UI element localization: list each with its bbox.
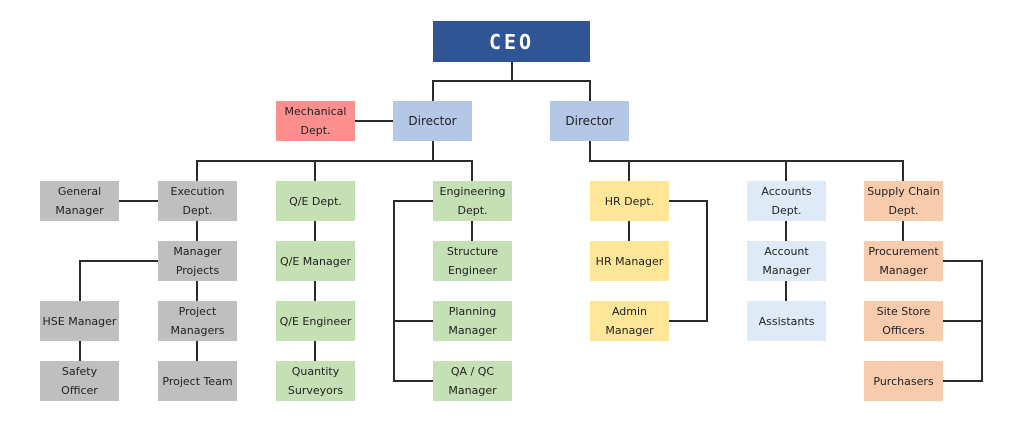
connector-accounts-up [785, 160, 787, 181]
admin-manager-box: Admin Manager [590, 301, 669, 341]
ceo-box: CEO [433, 21, 590, 62]
qe-engineer-box: Q/E Engineer [276, 301, 355, 341]
qe-dept-box: Q/E Dept. [276, 181, 355, 221]
connector-supply-down [902, 221, 904, 241]
engineering-dept-label: Engineering Dept. [439, 185, 506, 217]
connector-mp-left-h [79, 260, 158, 262]
account-manager-label: Account Manager [762, 245, 811, 277]
connector-acc-1 [785, 221, 787, 241]
hr-manager-label: HR Manager [595, 254, 664, 268]
ceo-label: CEO [488, 29, 535, 54]
connector-qe-up [314, 160, 316, 181]
connector-execution-down [196, 221, 198, 241]
connector-supply-bracket-bottom [943, 380, 983, 382]
director-right-box: Director [550, 101, 629, 141]
hr-manager-box: HR Manager [590, 241, 669, 281]
connector-supply-up [902, 160, 904, 181]
safety-officer-box: Safety Officer [40, 361, 119, 401]
connector-director-left-down [432, 141, 434, 162]
quantity-surveyors-box: Quantity Surveyors [276, 361, 355, 401]
connector-director-right-up [589, 80, 591, 101]
connector-hr-bracket-v [706, 200, 708, 322]
connector-hr-bracket-bottom [669, 320, 708, 322]
connector-ceo-down [511, 62, 513, 81]
site-store-officers-box: Site Store Officers [864, 301, 943, 341]
connector-supply-bracket-mid [943, 320, 983, 322]
connector-hr-down [628, 221, 630, 241]
manager-projects-label: Manager Projects [173, 245, 222, 277]
connector-hr-bracket-top [669, 200, 708, 202]
accounts-dept-box: Accounts Dept. [747, 181, 826, 221]
director-left-label: Director [408, 113, 457, 128]
project-managers-box: Project Managers [158, 301, 237, 341]
connector-mechanical [355, 120, 393, 122]
connector-right-horizontal [589, 160, 904, 162]
admin-manager-label: Admin Manager [605, 305, 654, 337]
connector-eng-down [471, 221, 473, 241]
connector-director-left-up [432, 80, 434, 101]
connector-qe-3 [314, 341, 316, 361]
structure-engineer-box: Structure Engineer [433, 241, 512, 281]
hse-manager-label: HSE Manager [42, 314, 117, 328]
assistants-box: Assistants [747, 301, 826, 341]
qe-manager-box: Q/E Manager [276, 241, 355, 281]
connector-directors-horizontal [432, 80, 591, 82]
connector-eng-bracket-v [393, 200, 395, 382]
assistants-label: Assistants [758, 314, 815, 328]
planning-manager-label: Planning Manager [448, 305, 497, 337]
project-team-label: Project Team [162, 374, 233, 388]
purchasers-box: Purchasers [864, 361, 943, 401]
connector-hse-up [79, 260, 81, 301]
project-team-box: Project Team [158, 361, 237, 401]
structure-engineer-label: Structure Engineer [446, 245, 499, 277]
connector-execution-up [196, 160, 198, 181]
connector-pm-down [196, 341, 198, 361]
connector-hr-up [628, 160, 630, 181]
accounts-dept-label: Accounts Dept. [761, 185, 812, 217]
connector-mp-down [196, 281, 198, 301]
purchasers-label: Purchasers [873, 374, 934, 388]
qaqc-manager-box: QA / QC Manager [433, 361, 512, 401]
execution-dept-label: Execution Dept. [170, 185, 225, 217]
mechanical-dept-box: Mechanical Dept. [276, 101, 355, 141]
connector-left-horizontal [196, 160, 473, 162]
qaqc-manager-label: QA / QC Manager [448, 365, 497, 397]
general-manager-box: General Manager [40, 181, 119, 221]
connector-acc-2 [785, 281, 787, 301]
quantity-surveyors-label: Quantity Surveyors [287, 365, 344, 397]
connector-qe-2 [314, 281, 316, 301]
connector-eng-bracket-planning [393, 320, 433, 322]
mechanical-dept-label: Mechanical Dept. [284, 105, 347, 137]
connector-eng-bracket-top [393, 200, 433, 202]
qe-dept-label: Q/E Dept. [289, 194, 342, 208]
connector-supply-bracket-top [943, 260, 983, 262]
connector-eng-bracket-qaqc [393, 380, 433, 382]
procurement-manager-box: Procurement Manager [864, 241, 943, 281]
connector-engineering-up [471, 160, 473, 181]
qe-manager-label: Q/E Manager [279, 254, 352, 268]
engineering-dept-box: Engineering Dept. [433, 181, 512, 221]
qe-engineer-label: Q/E Engineer [279, 314, 352, 328]
connector-general-manager [119, 200, 158, 202]
connector-director-right-down [589, 141, 591, 162]
manager-projects-box: Manager Projects [158, 241, 237, 281]
hr-dept-label: HR Dept. [604, 194, 655, 208]
hr-dept-box: HR Dept. [590, 181, 669, 221]
project-managers-label: Project Managers [170, 305, 225, 337]
procurement-manager-label: Procurement Manager [868, 245, 939, 277]
safety-officer-label: Safety Officer [61, 365, 98, 397]
execution-dept-box: Execution Dept. [158, 181, 237, 221]
supply-chain-dept-label: Supply Chain Dept. [867, 185, 940, 217]
director-left-box: Director [393, 101, 472, 141]
general-manager-label: General Manager [55, 185, 104, 217]
site-store-officers-label: Site Store Officers [876, 305, 931, 337]
account-manager-box: Account Manager [747, 241, 826, 281]
director-right-label: Director [565, 113, 614, 128]
planning-manager-box: Planning Manager [433, 301, 512, 341]
connector-qe-1 [314, 221, 316, 241]
supply-chain-dept-box: Supply Chain Dept. [864, 181, 943, 221]
connector-hse-down [79, 341, 81, 361]
hse-manager-box: HSE Manager [40, 301, 119, 341]
